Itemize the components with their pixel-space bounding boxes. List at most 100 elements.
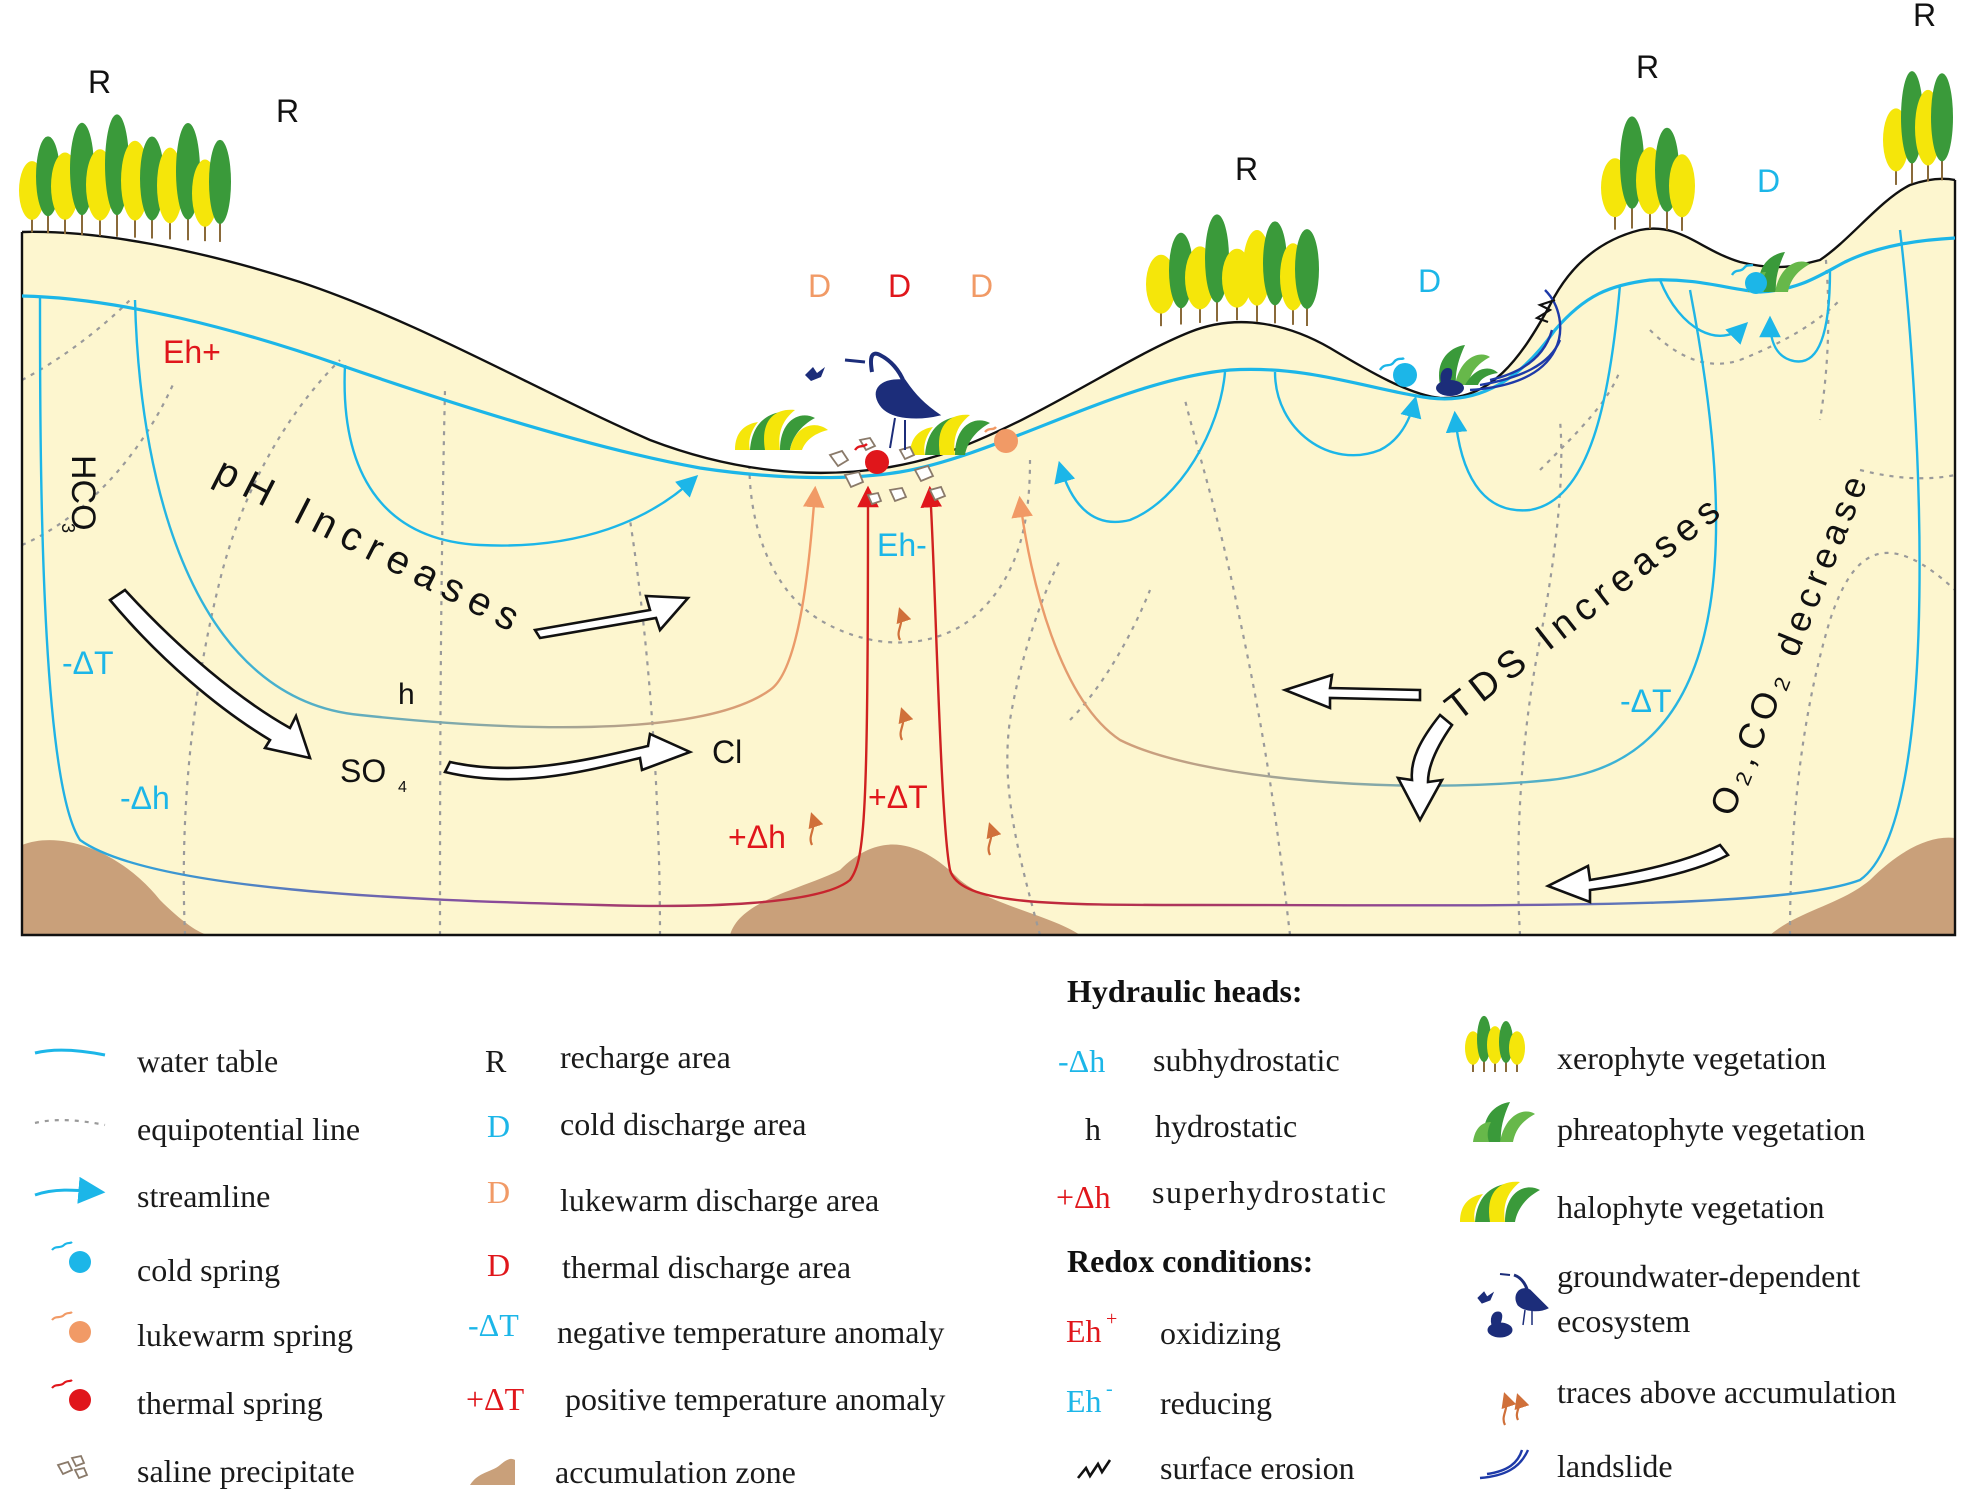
legend-symbol: D xyxy=(487,1247,510,1283)
legend-label: lukewarm spring xyxy=(137,1317,353,1353)
surface-erosion-icon xyxy=(1076,1459,1112,1479)
xerophyte-vegetation-icon xyxy=(1465,1015,1525,1072)
legend-symbol: -ΔT xyxy=(468,1307,519,1343)
recharge-mark: R xyxy=(1636,49,1659,85)
thermal-discharge-mark: D xyxy=(888,268,911,304)
pos-head-label: +Δh xyxy=(728,819,786,855)
legend-label: reducing xyxy=(1160,1385,1272,1421)
legend: water table equipotential line streamlin… xyxy=(34,973,1896,1490)
hydraulic-heads-heading: Hydraulic heads: xyxy=(1067,973,1303,1009)
so4-to-cl-arrow xyxy=(443,732,694,781)
legend-label: xerophyte vegetation xyxy=(1557,1040,1826,1076)
traces-icon xyxy=(1501,1392,1530,1426)
cold-spring-valley xyxy=(1378,356,1417,387)
equipotential-line-icon xyxy=(34,1119,106,1127)
eh-plus-label: Eh+ xyxy=(163,334,221,370)
legend-symbol: D xyxy=(487,1174,510,1210)
landslide xyxy=(1469,289,1562,392)
duck-bird xyxy=(1436,368,1464,396)
diagram-frame xyxy=(20,180,1957,937)
tree xyxy=(1146,254,1176,327)
ground-body xyxy=(22,178,1955,935)
legend-symbol: Eh xyxy=(1066,1383,1102,1419)
legend-symbol: Eh xyxy=(1066,1313,1102,1349)
legend-label: traces above accumulation xyxy=(1557,1374,1896,1410)
hco3-label: HCO xyxy=(64,455,102,531)
thermal-spring xyxy=(854,443,889,474)
xerophyte-trees xyxy=(19,71,1953,327)
legend-symbol: R xyxy=(485,1043,507,1079)
neg-temp-anomaly-right: -ΔT xyxy=(1620,683,1672,719)
cold-discharge-mark: D xyxy=(1418,263,1441,299)
lukewarm-spring-icon xyxy=(51,1311,91,1343)
cold-spring-icon xyxy=(51,1241,91,1273)
legend-symbol: D xyxy=(487,1108,510,1144)
legend-label: positive temperature anomaly xyxy=(565,1381,945,1417)
landslide-icon xyxy=(1479,1449,1530,1480)
legend-label: groundwater-dependent xyxy=(1557,1258,1860,1294)
redox-conditions-heading: Redox conditions: xyxy=(1067,1243,1313,1279)
legend-label: streamline xyxy=(137,1178,270,1214)
lukewarm-discharge-mark: D xyxy=(808,268,831,304)
heron-bird xyxy=(844,351,942,450)
recharge-mark: R xyxy=(1235,151,1258,187)
equipotential-lines xyxy=(22,249,1955,935)
accumulation-mound-center xyxy=(730,844,1080,935)
legend-label: water table xyxy=(137,1043,278,1079)
legend-label: cold discharge area xyxy=(560,1106,806,1142)
phreatophyte-vegetation-icon xyxy=(1473,1102,1535,1142)
neg-temp-anomaly-left: -ΔT xyxy=(62,645,114,681)
tree xyxy=(1509,1031,1525,1072)
legend-label: thermal discharge area xyxy=(562,1249,851,1285)
so4-label: SO xyxy=(340,753,386,789)
legend-label: recharge area xyxy=(560,1039,731,1075)
neg-head-left: -Δh xyxy=(120,780,170,816)
surface-erosion xyxy=(1534,298,1556,324)
thermal-spring-icon xyxy=(51,1379,91,1411)
hydrostatic-mark: h xyxy=(398,678,415,711)
legend-label: negative temperature anomaly xyxy=(557,1314,944,1350)
legend-label: phreatophyte vegetation xyxy=(1557,1111,1865,1147)
legend-superscript: - xyxy=(1106,1378,1113,1400)
tree xyxy=(209,139,231,242)
trend-arrows xyxy=(108,588,1730,904)
legend-label: oxidizing xyxy=(1160,1315,1281,1351)
legend-label: ecosystem xyxy=(1557,1303,1690,1339)
cold-spring-upper xyxy=(1730,263,1767,294)
ph-increases-arrow xyxy=(532,594,691,640)
legend-label: thermal spring xyxy=(137,1385,323,1421)
tree xyxy=(1465,1031,1481,1072)
legend-label: superhydrostatic xyxy=(1152,1174,1388,1210)
trace-arrows xyxy=(808,607,1002,856)
legend-label: lukewarm discharge area xyxy=(560,1182,879,1218)
halophyte-vegetation-icon xyxy=(1460,1181,1540,1222)
legend-superscript: + xyxy=(1106,1308,1117,1330)
eh-minus-label: Eh- xyxy=(877,527,927,563)
accumulation-mound-right xyxy=(1770,837,1955,935)
groundwater-ecosystem-icon xyxy=(1477,1273,1549,1338)
water-table-icon xyxy=(34,1048,106,1057)
cold-discharge-mark: D xyxy=(1757,163,1780,199)
recharge-mark: R xyxy=(276,93,299,129)
tree xyxy=(1669,154,1695,231)
streamlines xyxy=(38,229,1921,908)
legend-symbol: +ΔT xyxy=(466,1381,525,1417)
legend-label: saline precipitate xyxy=(137,1453,355,1489)
tree xyxy=(1931,73,1953,181)
tree xyxy=(1487,1026,1503,1072)
tds-left-arrow xyxy=(1281,673,1422,710)
legend-label: landslide xyxy=(1557,1448,1673,1484)
halophyte-vegetation-center-left xyxy=(735,409,828,450)
legend-label: accumulation zone xyxy=(555,1454,796,1490)
legend-symbol: -Δh xyxy=(1058,1043,1105,1079)
streamline-icon xyxy=(34,1176,106,1204)
recharge-mark: R xyxy=(88,64,111,100)
legend-label: surface erosion xyxy=(1160,1450,1355,1486)
pos-temp-anomaly: +ΔT xyxy=(868,779,928,815)
so4-subscript: 4 xyxy=(398,779,407,796)
legend-label: equipotential line xyxy=(137,1111,360,1147)
tds-down-arrow xyxy=(1395,713,1454,823)
hco3-subscript: 3 xyxy=(58,523,78,533)
halophyte-vegetation-center-right xyxy=(910,414,990,455)
